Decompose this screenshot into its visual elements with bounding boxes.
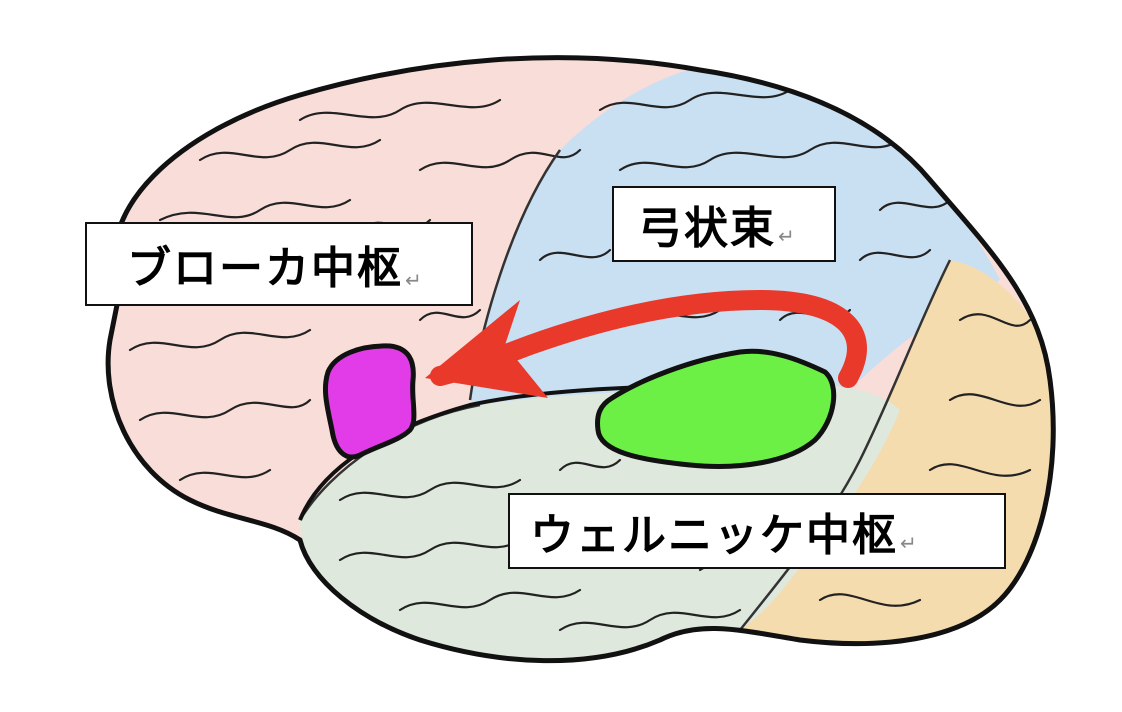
return-mark-icon: ↵	[778, 224, 795, 248]
brain-outline	[105, 55, 1056, 664]
broca-label-text: ブローカ中枢	[127, 243, 403, 294]
broca-label: ブローカ中枢 ↵	[85, 222, 473, 306]
return-mark-icon: ↵	[405, 268, 422, 292]
arcuate-arrowhead	[425, 300, 548, 398]
broca-area	[323, 343, 417, 460]
arcuate-label: 弓状束 ↵	[612, 186, 836, 262]
arcuate-label-text: 弓状束	[638, 203, 776, 254]
wernicke-label-text: ウェルニッケ中枢	[530, 510, 898, 561]
wernicke-label: ウェルニッケ中枢 ↵	[508, 493, 1006, 569]
return-mark-icon: ↵	[900, 531, 917, 555]
wernicke-area	[595, 348, 837, 469]
